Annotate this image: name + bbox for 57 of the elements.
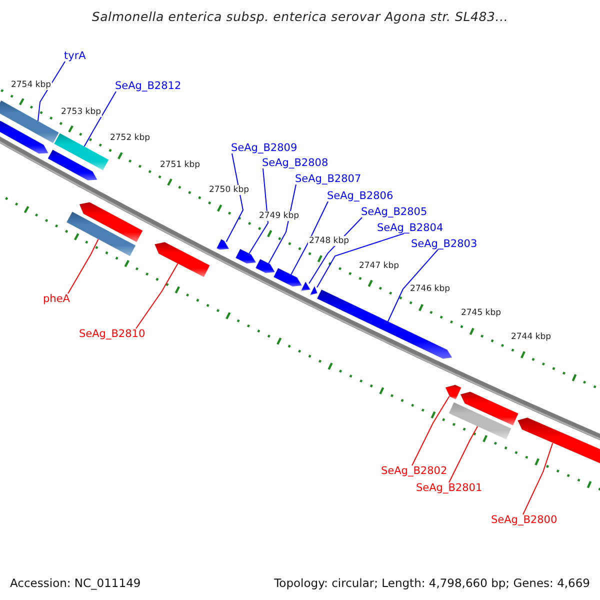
- scale-label: 2752 kbp: [108, 133, 152, 143]
- gene-label: SeAg_B2800: [491, 514, 558, 526]
- leader-line: [387, 249, 438, 322]
- scale-label: 2745 kbp: [460, 308, 502, 318]
- gene-feature: [216, 239, 229, 250]
- gene-label: SeAg_B2806: [327, 190, 394, 202]
- gene-feature: [310, 286, 318, 296]
- gene-bar: [0, 100, 59, 144]
- gene-feature: [274, 268, 302, 286]
- gene-feature: [445, 384, 462, 400]
- leader-line: [448, 426, 478, 483]
- gene-label: SeAg_B2805: [361, 206, 428, 218]
- scale-label: 2746 kbp: [408, 284, 452, 294]
- gene-feature: [0, 120, 48, 154]
- leader-line: [84, 91, 116, 148]
- gene-label: pheA: [43, 293, 70, 305]
- gene-feature: [154, 242, 210, 277]
- leader-line: [316, 233, 404, 288]
- gene-label: SeAg_B2803: [411, 238, 478, 250]
- scale-label: 2748 kbp: [308, 236, 350, 246]
- scale-label: 2754 kbp: [10, 80, 52, 90]
- leader-line: [136, 263, 178, 329]
- scale-label: 2750 kbp: [208, 185, 250, 195]
- gene-bar: [54, 133, 109, 170]
- gene-label: SeAg_B2804: [377, 222, 444, 234]
- gene-feature: [79, 202, 143, 242]
- scale-label: 2753 kbp: [60, 107, 102, 117]
- gene-label: SeAg_B2802: [381, 465, 448, 477]
- scale-label: 2747 kbp: [358, 261, 400, 271]
- genome-info-text: Topology: circular; Length: 4,798,660 bp; Genes: 4,669: [274, 576, 590, 590]
- map-title: Salmonella enterica subsp. enterica serovar Agona str. SL483...: [90, 9, 510, 24]
- gene-label: SeAg_B2809: [231, 142, 298, 154]
- gene-label: tyrA: [64, 50, 86, 62]
- leader-line: [522, 442, 554, 515]
- gene-feature: [48, 150, 98, 180]
- leader-line: [412, 396, 450, 466]
- scale-label: 2744 kbp: [510, 332, 552, 342]
- gene-label: SeAg_B2801: [416, 482, 482, 494]
- gene-label: SeAg_B2808: [262, 157, 328, 169]
- accession-text: Accession: NC_011149: [10, 576, 141, 590]
- gene-bar: [448, 402, 512, 440]
- leader-line: [68, 238, 99, 294]
- gene-label: SeAg_B2807: [295, 173, 362, 185]
- leader-line: [268, 184, 296, 264]
- leader-line: [37, 61, 66, 122]
- scale-label: 2751 kbp: [158, 160, 202, 170]
- gene-bar: [66, 212, 136, 256]
- gene-feature: [236, 248, 256, 264]
- gene-feature: [460, 392, 518, 426]
- scale-label: 2749 kbp: [258, 211, 300, 221]
- leader-line: [290, 201, 328, 276]
- gene-feature: [301, 282, 310, 291]
- leader-line: [248, 168, 269, 254]
- leader-line: [226, 153, 244, 242]
- gene-label: SeAg_B2810: [79, 328, 146, 340]
- gene-feature: [256, 259, 275, 274]
- gene-label: SeAg_B2812: [115, 80, 182, 92]
